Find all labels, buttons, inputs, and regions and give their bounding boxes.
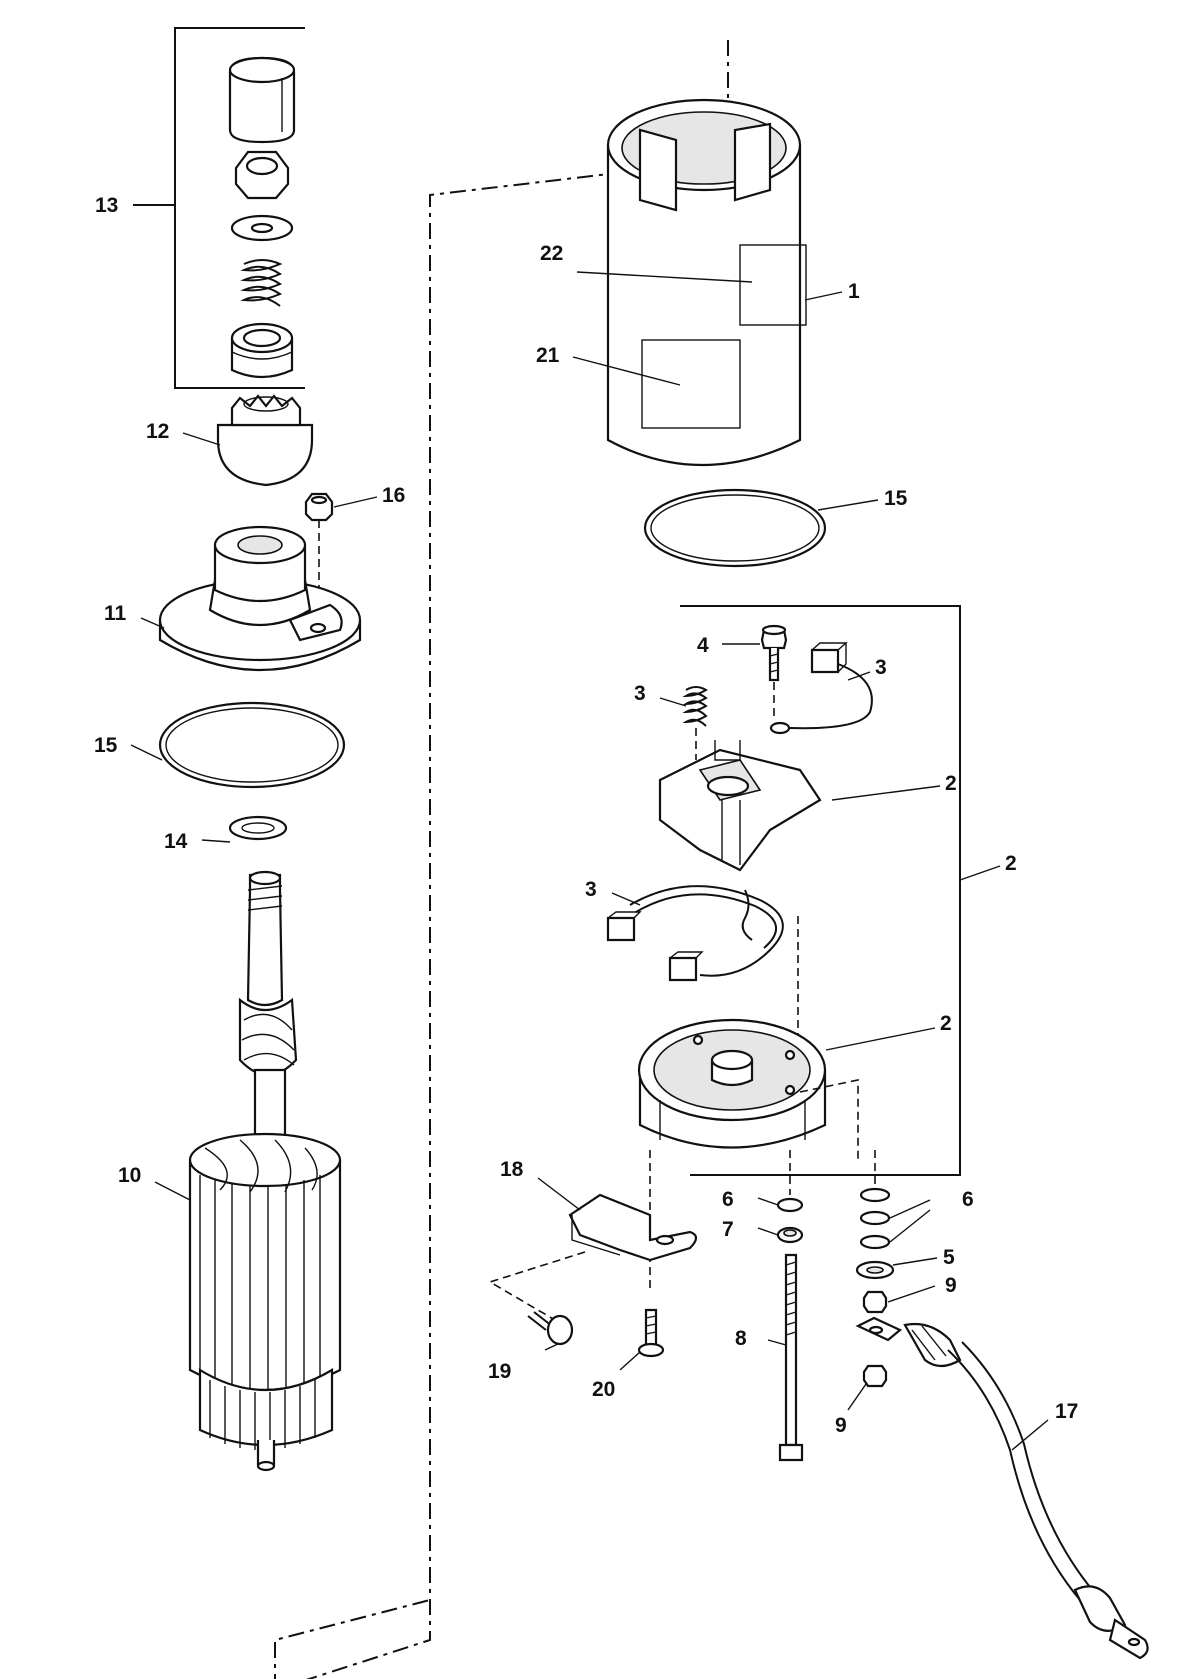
group-2-bracket: [680, 605, 961, 1176]
callout-19: 19: [488, 1360, 511, 1383]
nut-9-lower: [862, 1364, 888, 1388]
collar-13: [230, 322, 294, 379]
screw-19: [527, 1311, 574, 1346]
screw-4: [760, 624, 788, 682]
armature: [188, 870, 342, 1472]
drive-end-cap: [158, 525, 362, 671]
o-ring-left: [158, 701, 346, 789]
washer-5: [855, 1260, 895, 1280]
callout-9-upper: 9: [945, 1274, 957, 1297]
thrust-washer: [228, 815, 288, 841]
washer-13: [230, 214, 294, 242]
drive-pinion: [216, 394, 314, 487]
callout-2-group: 2: [1005, 852, 1017, 875]
through-bolt: [778, 1253, 804, 1462]
spring-13: [240, 259, 283, 307]
label-22: [739, 244, 807, 326]
washer-7: [776, 1226, 804, 1244]
callout-7: 7: [722, 1218, 734, 1241]
callout-21: 21: [536, 344, 560, 367]
callout-11: 11: [104, 602, 127, 625]
callout-6-center: 6: [722, 1188, 734, 1211]
callout-18: 18: [500, 1158, 524, 1181]
brush-lead-top: [769, 642, 873, 735]
callout-3-spring: 3: [634, 682, 646, 705]
bracket-18: [568, 1193, 698, 1262]
label-21: [641, 339, 741, 429]
callout-6-right: 6: [962, 1188, 974, 1211]
callout-12: 12: [146, 420, 169, 443]
callout-labels: 1 2 2 2 3 3 3 4 5 6 6 7 8 9 9 10 11 12 1…: [94, 194, 1078, 1437]
callout-13: 13: [95, 194, 118, 217]
callout-20: 20: [592, 1378, 615, 1401]
nut-9-upper: [862, 1290, 888, 1314]
motor-frame: [606, 98, 807, 466]
callout-3-lead: 3: [875, 656, 887, 679]
brush-spring: [682, 686, 708, 727]
drive-cap: [228, 56, 296, 144]
o-ring-right: [643, 488, 827, 568]
leader-lines: [130, 271, 1049, 1451]
callout-1: 1: [848, 280, 860, 303]
cable-17: [855, 1316, 1149, 1660]
callout-8: 8: [735, 1327, 747, 1350]
washers-6-right: [859, 1187, 891, 1250]
brush-holder: [658, 740, 822, 872]
brush-ring-assembly: [606, 885, 784, 982]
callout-9-lower: 9: [835, 1414, 847, 1437]
commutator-end-cap: [637, 1018, 827, 1149]
assembly-dashed-outline-lower: [274, 1599, 431, 1679]
callout-10: 10: [118, 1164, 141, 1187]
callout-3-ring: 3: [585, 878, 597, 901]
callout-5: 5: [943, 1246, 955, 1269]
nut-16: [304, 492, 334, 522]
callout-16: 16: [382, 484, 405, 507]
callout-14: 14: [164, 830, 188, 853]
callout-2-end-cap: 2: [940, 1012, 952, 1035]
callout-15-left: 15: [94, 734, 118, 757]
callout-2-brush-holder: 2: [945, 772, 957, 795]
locknut: [234, 150, 290, 200]
callout-15-right: 15: [884, 487, 908, 510]
screw-20: [637, 1308, 665, 1358]
group-13-bracket: [174, 27, 305, 389]
callout-4: 4: [697, 634, 709, 657]
washer-6-center: [776, 1197, 804, 1213]
callout-17: 17: [1055, 1400, 1078, 1423]
callout-22: 22: [540, 242, 563, 265]
